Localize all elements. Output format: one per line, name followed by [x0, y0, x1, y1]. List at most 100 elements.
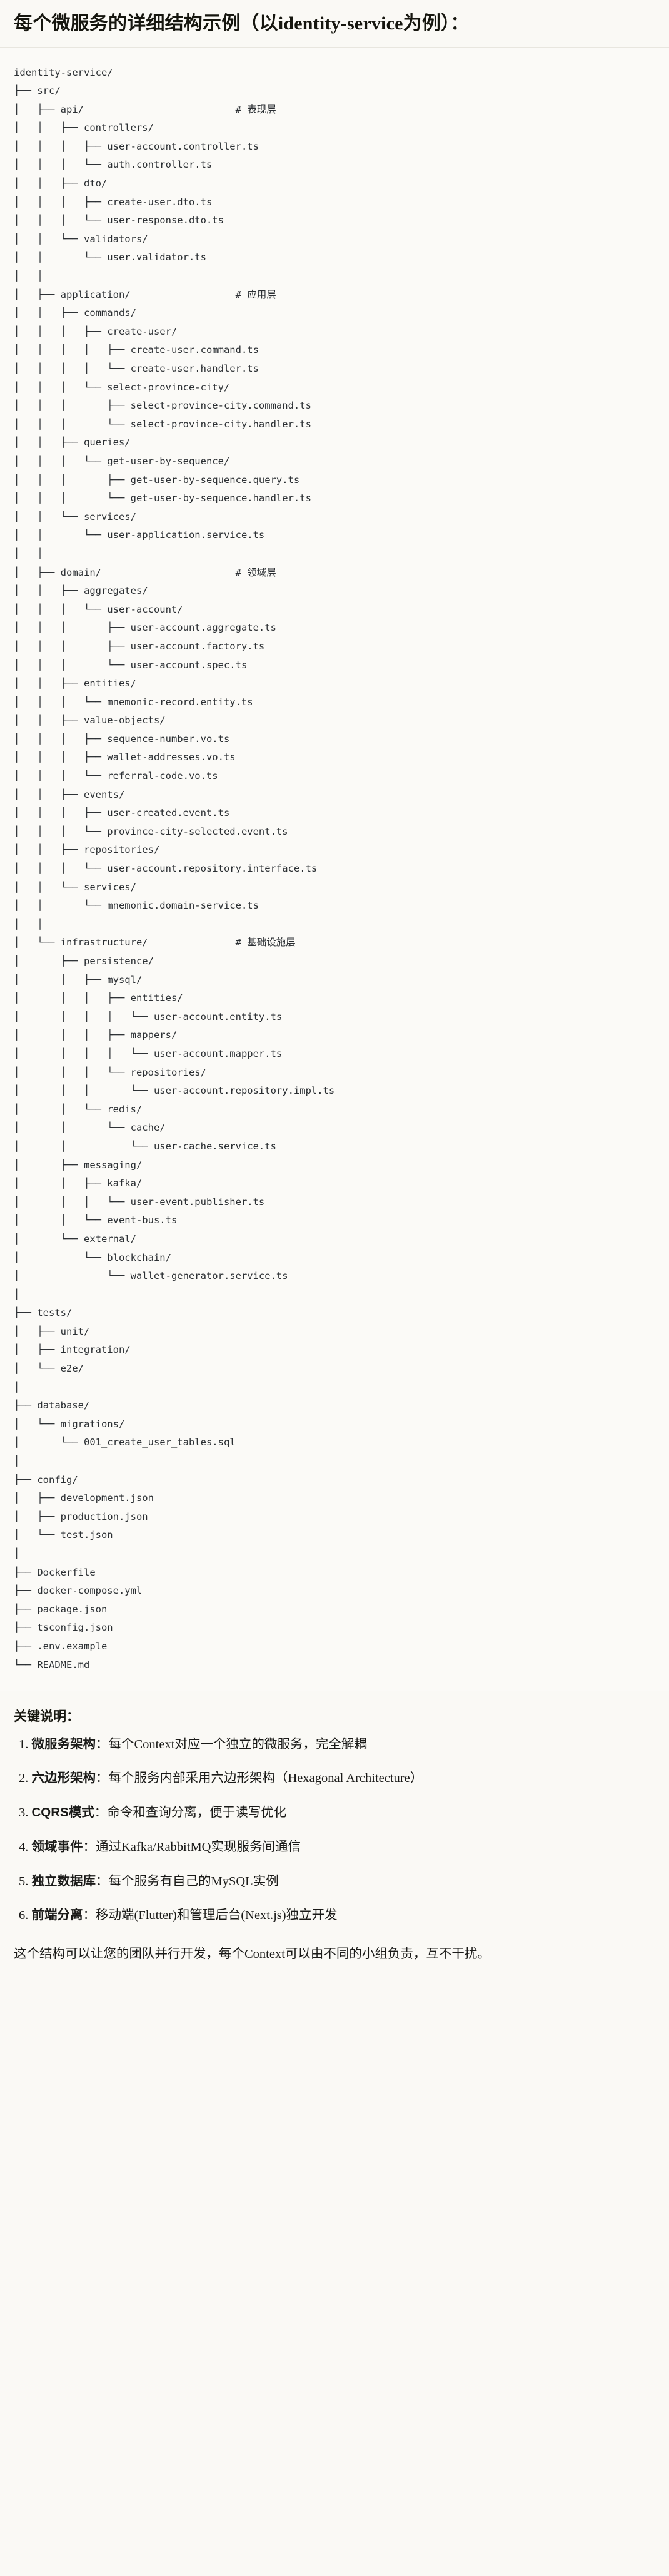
tree-line: │ └── external/ — [14, 1233, 136, 1245]
tree-line: │ │ │ ├── get-user-by-sequence.query.ts — [14, 474, 300, 486]
tree-line: │ │ └── user-application.service.ts — [14, 529, 265, 541]
tree-line: │ │ │ └── auth.controller.ts — [14, 159, 213, 171]
tree-line: ├── src/ — [14, 85, 61, 97]
tree-line: │ │ │ └── get-user-by-sequence/ — [14, 455, 230, 467]
tree-line: │ │ │ ├── wallet-addresses.vo.ts — [14, 751, 236, 763]
key-note-number: 2. — [19, 1771, 32, 1786]
tree-line: │ │ └── user.validator.ts — [14, 252, 206, 263]
key-note-term: CQRS模式 — [31, 1805, 94, 1820]
tree-line: │ │ │ ├── user-account.factory.ts — [14, 640, 265, 652]
tree-line: │ │ ├── repositories/ — [14, 844, 160, 856]
tree-line: │ │ │ └── user-account.repository.interf… — [14, 863, 318, 875]
tree-line: │ │ │ ├── create-user.dto.ts — [14, 196, 213, 208]
tree-line: │ ├── application/ # 应用层 — [14, 288, 276, 300]
key-note-description: 移动端(Flutter)和管理后台(Next.js)独立开发 — [96, 1908, 338, 1923]
key-note-number: 5. — [19, 1874, 32, 1888]
page-title-prefix: 每个微服务的详细结构示例 — [14, 13, 241, 34]
key-notes-title: 关键说明： — [14, 1709, 79, 1724]
key-note-item: 6. 前端分离：移动端(Flutter)和管理后台(Next.js)独立开发 — [19, 1906, 655, 1925]
tree-line: │ ├── messaging/ — [14, 1159, 143, 1171]
tree-line: │ │ ├── aggregates/ — [14, 585, 148, 597]
key-note-separator: ： — [83, 1908, 96, 1923]
tree-line: ├── database/ — [14, 1400, 90, 1412]
key-note-number: 3. — [19, 1806, 32, 1820]
tree-line: │ │ ├── value-objects/ — [14, 715, 166, 726]
tree-line: │ └── test.json — [14, 1529, 113, 1541]
tree-line: │ └── wallet-generator.service.ts — [14, 1270, 288, 1282]
tree-line: │ │ — [14, 918, 43, 930]
key-note-description: 每个服务有自己的MySQL实例 — [108, 1874, 279, 1888]
tree-line: ├── Dockerfile — [14, 1566, 96, 1578]
tree-line: │ │ │ └── repositories/ — [14, 1066, 206, 1078]
tree-line: │ │ └── event-bus.ts — [14, 1214, 178, 1226]
tree-line: │ │ │ │ └── user-account.mapper.ts — [14, 1047, 283, 1059]
tree-line: │ │ │ └── user-account/ — [14, 603, 183, 615]
tree-line: ├── tsconfig.json — [14, 1622, 113, 1634]
code-block: identity-service/ ├── src/ │ ├── api/ # … — [0, 46, 669, 1692]
key-note-item: 3. CQRS模式：命令和查询分离，便于读写优化 — [19, 1803, 655, 1823]
tree-line: │ │ │ └── select-province-city.handler.t… — [14, 418, 311, 430]
tree-line: identity-service/ — [14, 66, 113, 78]
tree-line: │ │ │ │ └── create-user.handler.ts — [14, 363, 259, 374]
tree-line: │ │ │ ├── sequence-number.vo.ts — [14, 733, 230, 745]
tree-line: │ │ ├── queries/ — [14, 437, 131, 449]
directory-tree: identity-service/ ├── src/ │ ├── api/ # … — [0, 64, 669, 1675]
tree-line: │ │ │ └── user-event.publisher.ts — [14, 1196, 265, 1208]
tree-line: │ │ └── services/ — [14, 511, 136, 522]
key-note-description: 命令和查询分离，便于读写优化 — [107, 1806, 287, 1820]
tree-line: ├── tests/ — [14, 1307, 73, 1319]
tree-line: │ │ │ └── province-city-selected.event.t… — [14, 825, 288, 837]
tree-line: │ │ │ ├── user-created.event.ts — [14, 807, 230, 819]
tree-line: │ └── e2e/ — [14, 1363, 84, 1375]
tree-line: │ │ ├── commands/ — [14, 307, 136, 319]
tree-comment: # 应用层 — [235, 288, 276, 300]
tree-line: │ │ │ │ ├── create-user.command.ts — [14, 344, 259, 356]
tree-line: │ │ │ ├── user-account.aggregate.ts — [14, 622, 276, 634]
key-note-item: 2. 六边形架构：每个服务内部采用六边形架构（Hexagonal Archite… — [19, 1769, 655, 1788]
tree-line: │ │ │ └── mnemonic-record.entity.ts — [14, 696, 253, 708]
closing-paragraph: 这个结构可以让您的团队并行开发，每个Context可以由不同的小组负责，互不干扰… — [14, 1947, 490, 1962]
tree-line: │ ├── persistence/ — [14, 955, 154, 967]
tree-line: │ │ ├── mysql/ — [14, 974, 143, 985]
tree-line: │ ├── development.json — [14, 1492, 154, 1504]
tree-line: │ ├── unit/ — [14, 1325, 90, 1337]
tree-line: │ └── blockchain/ — [14, 1251, 171, 1263]
key-note-separator: ： — [96, 1771, 109, 1786]
tree-line: │ ├── domain/ # 领域层 — [14, 566, 276, 578]
tree-line: │ │ │ ├── user-account.controller.ts — [14, 140, 259, 152]
tree-line: │ │ └── user-cache.service.ts — [14, 1140, 276, 1152]
tree-line: ├── .env.example — [14, 1640, 108, 1652]
document-page: 每个微服务的详细结构示例（以identity-service为例） ： ident… — [0, 13, 669, 1962]
tree-line: ├── config/ — [14, 1474, 78, 1485]
key-note-separator: ： — [96, 1737, 109, 1751]
key-note-item: 5. 独立数据库：每个服务有自己的MySQL实例 — [19, 1872, 655, 1891]
page-title-service-name: identity-service — [278, 13, 403, 34]
tree-line: │ │ │ └── user-response.dto.ts — [14, 215, 224, 227]
tree-line: └── README.md — [14, 1659, 90, 1671]
tree-line: │ │ └── validators/ — [14, 233, 148, 245]
tree-line: ├── docker-compose.yml — [14, 1585, 143, 1597]
tree-line: │ │ │ └── referral-code.vo.ts — [14, 770, 218, 782]
page-title-paren-open: （以 — [240, 13, 278, 34]
tree-line: │ ├── integration/ — [14, 1344, 131, 1356]
tree-line: │ │ │ └── get-user-by-sequence.handler.t… — [14, 492, 311, 504]
tree-line: │ │ │ └── select-province-city/ — [14, 381, 230, 393]
key-note-separator: ： — [94, 1806, 108, 1820]
tree-line: │ — [14, 1381, 20, 1393]
key-note-number: 6. — [19, 1908, 32, 1923]
key-note-separator: ： — [96, 1874, 109, 1888]
tree-line: │ └── infrastructure/ # 基础设施层 — [14, 937, 296, 949]
page-title-paren-close: 为例） — [403, 13, 451, 34]
key-note-description: 每个Context对应一个独立的微服务，完全解耦 — [108, 1737, 367, 1751]
tree-line: │ │ ├── controllers/ — [14, 122, 154, 134]
tree-line: │ │ ├── kafka/ — [14, 1178, 143, 1189]
tree-line: ├── package.json — [14, 1603, 108, 1615]
tree-line: │ — [14, 1455, 20, 1467]
tree-line: │ │ — [14, 270, 43, 282]
key-note-separator: ： — [83, 1840, 96, 1854]
tree-line: │ └── 001_create_user_tables.sql — [14, 1437, 236, 1448]
tree-line: │ │ ├── dto/ — [14, 178, 108, 190]
tree-line: │ │ │ ├── select-province-city.command.t… — [14, 400, 311, 412]
key-note-term: 六边形架构 — [31, 1771, 96, 1786]
